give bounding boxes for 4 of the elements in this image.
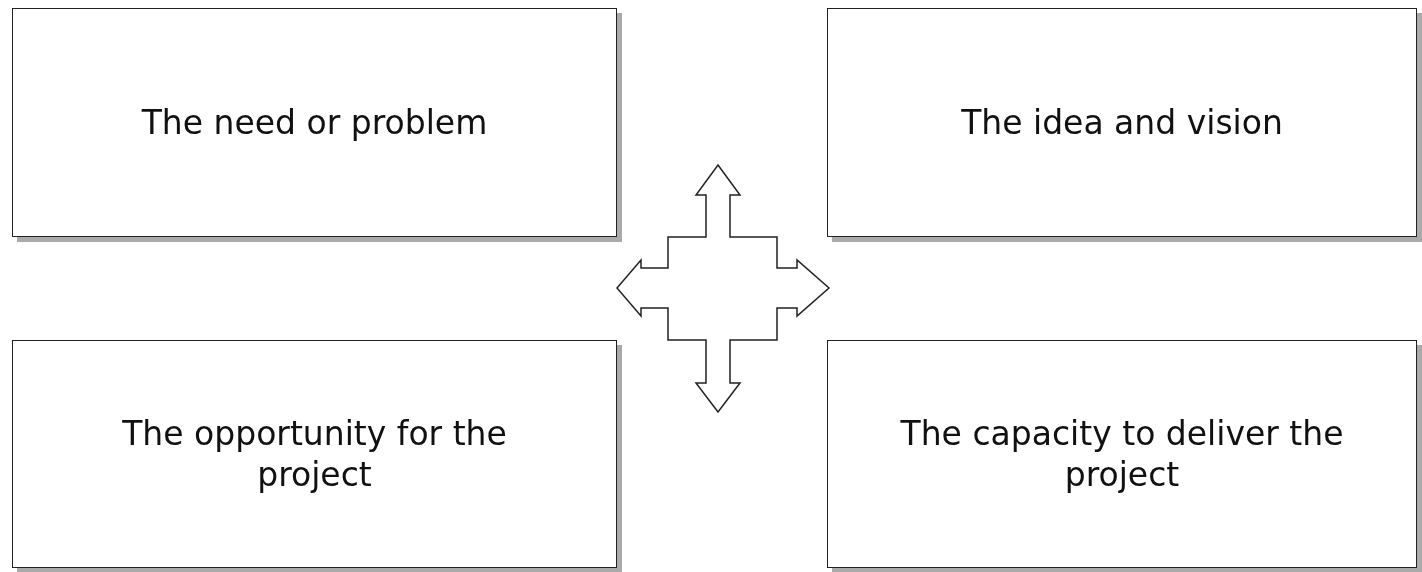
box-label: The capacity to deliver the project <box>899 412 1345 496</box>
box-label: The idea and vision <box>961 101 1283 144</box>
box-label: The need or problem <box>141 101 488 144</box>
box-label: The opportunity for the project <box>121 412 508 496</box>
